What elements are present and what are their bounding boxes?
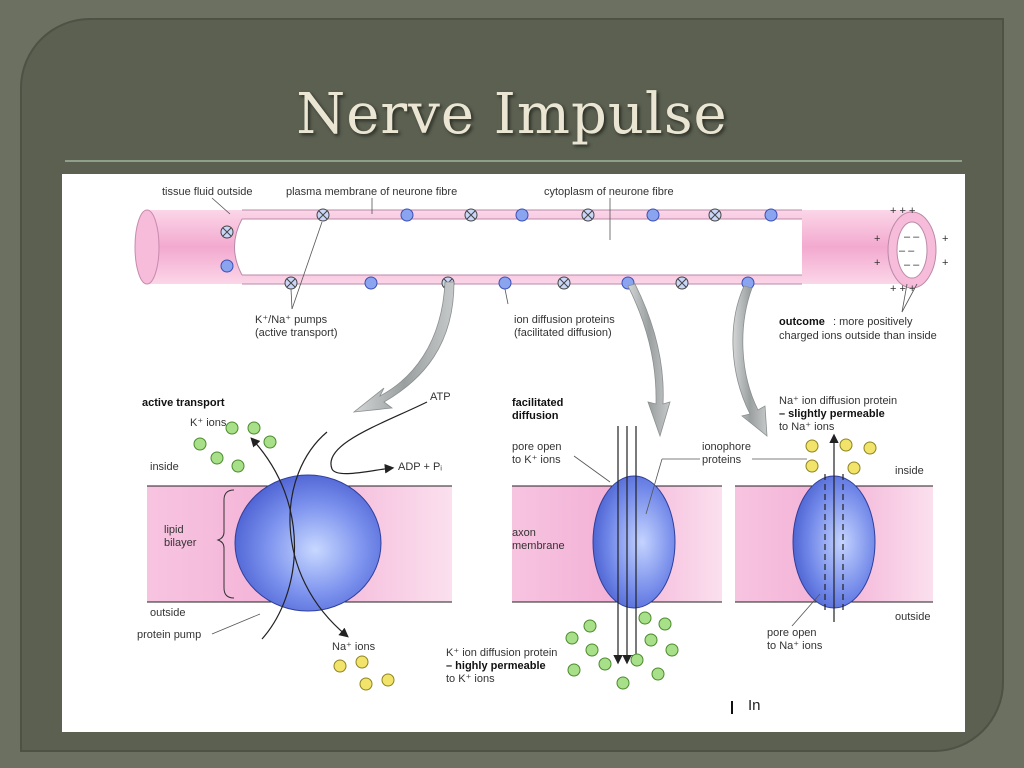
label-outside: outside [150, 607, 185, 619]
svg-text:– –: – – [904, 259, 920, 271]
label-bilayer: bilayer [164, 537, 197, 549]
neurone-fibre: – – – – – – + + + + + + + + + + [134, 205, 948, 295]
fragment-text: In [748, 697, 761, 714]
svg-text:+: + [874, 257, 880, 269]
svg-text:+: + [874, 233, 880, 245]
label-k-diff-2: – highly permeable [446, 660, 546, 672]
label-na-diff-3: to Na⁺ ions [779, 421, 835, 433]
label-atp: ATP [430, 391, 451, 403]
svg-text:+: + [942, 257, 948, 269]
label-inside-right: inside [895, 465, 924, 477]
label-cytoplasm: cytoplasm of neurone fibre [544, 186, 674, 198]
svg-text:– –: – – [904, 231, 920, 243]
label-ion-diffusion-1: ion diffusion proteins [514, 314, 615, 326]
pump-icon [708, 208, 722, 222]
pump-icon [284, 276, 298, 290]
na-diffusion-panel: Na⁺ ion diffusion protein – slightly per… [735, 395, 933, 652]
heading-facilitated: facilitated [512, 397, 563, 409]
label-lipid: lipid [164, 524, 184, 536]
label-ionophore-1: ionophore [702, 441, 751, 453]
title-underline [65, 160, 962, 162]
na-ions-inside-cluster [805, 438, 877, 475]
k-ions-outside-cluster [565, 611, 679, 690]
pump-icon [557, 276, 571, 290]
pump-icon [464, 208, 478, 222]
svg-text:+ + +: + + + [890, 205, 915, 217]
label-tissue-fluid: tissue fluid outside [162, 186, 253, 198]
na-ions-cluster [333, 655, 395, 691]
pump-icon [675, 276, 689, 290]
label-k-diff-3: to K⁺ ions [446, 673, 495, 685]
heading-active-transport: active transport [142, 397, 225, 409]
svg-text:+ + +: + + + [890, 283, 915, 295]
k-ions-cluster [193, 421, 277, 473]
label-plasma-membrane: plasma membrane of neurone fibre [286, 186, 457, 198]
label-pumps-2: (active transport) [255, 327, 338, 339]
label-membrane: membrane [512, 540, 565, 552]
svg-text:– –: – – [899, 245, 915, 257]
pump-icon [220, 225, 234, 239]
pump-icon [316, 208, 330, 222]
diffusion-protein-icon [364, 276, 378, 290]
arrow-to-na-protein [732, 285, 768, 437]
label-k-diff-1: K⁺ ion diffusion protein [446, 647, 557, 659]
pump-icon [581, 208, 595, 222]
label-pore-na-2: to Na⁺ ions [767, 640, 823, 652]
label-pore-k-2: to K⁺ ions [512, 454, 561, 466]
facilitated-diffusion-panel: facilitated diffusion pore open to K⁺ io… [446, 397, 807, 690]
k-ion-channel [592, 475, 676, 609]
label-axon: axon [512, 527, 536, 539]
label-ion-diffusion-2: (facilitated diffusion) [514, 327, 612, 339]
label-pore-na-1: pore open [767, 627, 817, 639]
label-na-diff-1: Na⁺ ion diffusion protein [779, 395, 897, 407]
label-na-diff-2: – slightly permeable [779, 408, 885, 420]
diffusion-protein-icon [400, 208, 414, 222]
diffusion-protein-icon [498, 276, 512, 290]
label-ionophore-2: proteins [702, 454, 742, 466]
arrow-to-active-transport [352, 281, 455, 413]
diffusion-protein-icon [646, 208, 660, 222]
diagram-panel: – – – – – – + + + + + + + + + + [62, 174, 965, 732]
label-na-ions: Na⁺ ions [332, 641, 376, 653]
diffusion-protein-icon [220, 259, 234, 273]
zoom-arrows [352, 281, 768, 438]
protein-pump-sphere [234, 474, 382, 612]
label-outcome-rest: : more positively [833, 316, 913, 328]
label-adp: ADP + Pᵢ [398, 461, 442, 473]
heading-diffusion: diffusion [512, 410, 559, 422]
label-inside: inside [150, 461, 179, 473]
label-outside-right: outside [895, 611, 930, 623]
label-protein-pump: protein pump [137, 629, 201, 641]
svg-text:+: + [942, 233, 948, 245]
label-outcome-bold: outcome [779, 316, 825, 328]
active-transport-panel: active transport K⁺ ions inside lipid bi… [137, 391, 452, 691]
top-labels: tissue fluid outside plasma membrane of … [162, 186, 937, 342]
label-pore-k-1: pore open [512, 441, 562, 453]
diffusion-protein-icon [515, 208, 529, 222]
label-outcome-2: charged ions outside than inside [779, 330, 937, 342]
diffusion-protein-icon [764, 208, 778, 222]
slide-title: Nerve Impulse [296, 82, 728, 147]
arrow-to-facilitated [627, 283, 671, 438]
label-k-ions: K⁺ ions [190, 417, 227, 429]
label-pumps-1: K⁺/Na⁺ pumps [255, 314, 328, 326]
nerve-impulse-diagram: – – – – – – + + + + + + + + + + [134, 186, 948, 714]
